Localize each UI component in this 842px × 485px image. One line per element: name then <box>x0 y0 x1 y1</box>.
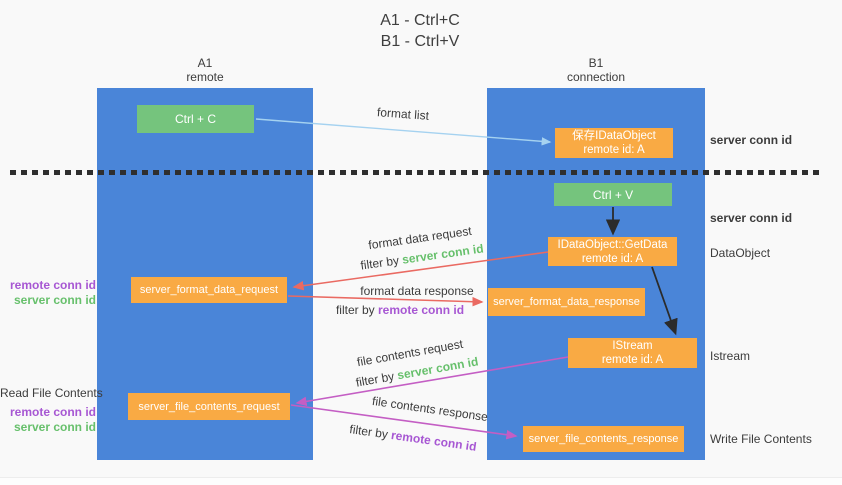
remote-conn-id-annotation-2: remote conn id <box>9 405 96 419</box>
bottom-window-edge <box>0 477 842 485</box>
server-conn-id-annotation-2: server conn id <box>13 420 96 434</box>
file-response-label: server_file_contents_response <box>528 433 679 445</box>
read-file-contents-annotation: Read File Contents <box>0 386 103 400</box>
filter-by-text: filter by <box>359 253 400 273</box>
lifeline-b1-header: B1 connection <box>487 56 705 84</box>
idataobject-getdata-box: IDataObject::GetData remote id: A <box>548 237 677 266</box>
ctrl-v-action-box: Ctrl + V <box>554 183 672 206</box>
write-file-contents-annotation: Write File Contents <box>710 432 812 446</box>
filter-by-text: filter by <box>335 303 375 317</box>
getdata-line1: IDataObject::GetData <box>557 238 668 251</box>
remote-conn-id-text: remote conn id <box>378 303 465 317</box>
phase-separator-dashed-line <box>10 170 823 175</box>
file-request-label: server_file_contents_request <box>138 400 280 413</box>
title-line-a1: A1 - Ctrl+C <box>380 12 460 29</box>
istream-line1: IStream <box>612 340 653 352</box>
remote-conn-id-text: remote conn id <box>390 428 478 454</box>
ctrl-c-label: Ctrl + C <box>174 112 216 126</box>
save-idataobject-box: 保存IDataObject remote id: A <box>555 128 673 158</box>
lifeline-a1-name: A1 <box>197 56 213 70</box>
format-list-label: format list <box>376 105 430 123</box>
filter-by-text: filter by <box>348 422 389 442</box>
server-conn-id-annotation-1: server conn id <box>13 293 96 307</box>
getdata-line2: remote id: A <box>581 252 644 265</box>
lifeline-b1-name: B1 <box>588 56 604 70</box>
istream-annotation: Istream <box>710 349 751 363</box>
lifeline-a1-header: A1 remote <box>97 56 313 84</box>
diagram-title: A1 - Ctrl+C B1 - Ctrl+V <box>330 10 510 52</box>
lifeline-b1-role: connection <box>566 70 626 84</box>
ctrl-v-label: Ctrl + V <box>592 187 634 202</box>
server-conn-id-annotation-top: server conn id <box>710 133 793 147</box>
title-line-b1: B1 - Ctrl+V <box>380 33 460 50</box>
conn-id-pair-annotation-1: remote conn id server conn id <box>0 278 96 308</box>
save-idataobject-line1: 保存IDataObject <box>572 130 656 142</box>
istream-line2: remote id: A <box>601 354 664 366</box>
format-response-label: server_format_data_response <box>493 296 640 308</box>
server-file-contents-response-box: server_file_contents_response <box>523 426 684 452</box>
file-contents-response-filter-label: filter by remote conn id <box>349 422 478 454</box>
format-request-label: server_format_data_request <box>139 284 279 296</box>
save-idataobject-line2: remote id: A <box>583 144 645 156</box>
lifeline-a1-role: remote <box>186 70 224 84</box>
server-file-contents-request-box: server_file_contents_request <box>128 393 290 420</box>
dataobject-annotation: DataObject <box>710 246 771 260</box>
conn-id-pair-annotation-2: remote conn id server conn id <box>0 405 96 435</box>
ctrl-c-action-box: Ctrl + C <box>137 105 254 133</box>
istream-box: IStream remote id: A <box>568 338 697 368</box>
server-format-data-response-box: server_format_data_response <box>488 288 645 316</box>
filter-by-text: filter by <box>354 369 396 390</box>
format-data-response-label: format data response <box>360 284 474 298</box>
server-conn-id-annotation-mid: server conn id <box>710 211 793 225</box>
server-format-data-request-box: server_format_data_request <box>131 277 287 303</box>
format-data-response-filter-label: filter by remote conn id <box>336 303 464 317</box>
remote-conn-id-annotation-1: remote conn id <box>9 278 96 292</box>
file-contents-response-label: file contents response <box>371 393 489 425</box>
